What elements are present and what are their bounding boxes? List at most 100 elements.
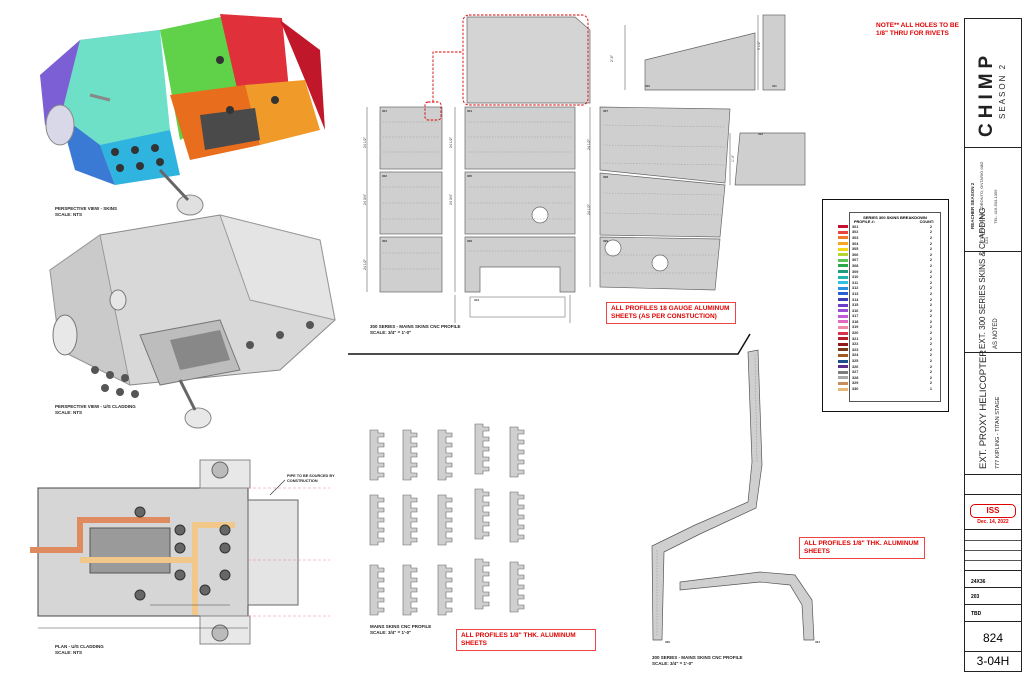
dim-d: 24 1/2" (449, 137, 453, 148)
panel-sheet-300 (366, 14, 806, 323)
legend-header: PROFILE #: COUNT: (850, 220, 940, 224)
legend-count: 2 (929, 241, 932, 246)
title-block: CHIMP SEASON 2 REACHER SEASON 2 777 KIPL… (964, 18, 1022, 672)
legend-count: 2 (929, 319, 932, 324)
legend-row: 330 1 (838, 386, 936, 392)
legend-swatch (838, 275, 848, 279)
legend-swatch (838, 337, 848, 341)
profile-strip (437, 564, 453, 616)
profile-strip (509, 426, 525, 478)
legend-profile: 320 (852, 331, 859, 336)
legend-swatch (838, 376, 848, 380)
tbd-field: TBD (971, 611, 982, 617)
legend-count: 2 (929, 359, 932, 364)
drawing-title: EXT. 300 SERIES SKINS & CLADDING (978, 207, 987, 349)
curved-profiles (651, 349, 815, 641)
legend-swatch (838, 247, 848, 251)
show-name: REACHER SEASON 2 (970, 182, 975, 229)
legend-count: 2 (929, 224, 932, 229)
legend-row: 313 2 (838, 291, 936, 297)
legend-swatch (838, 320, 848, 324)
legend-profile: 301 (852, 224, 859, 229)
legend-swatch (838, 230, 848, 234)
note-gauge: ALL PROFILES 18 GAUGE ALUMINUM SHEETS (A… (606, 302, 736, 324)
brand-season: SEASON 2 (998, 62, 1007, 119)
legend-row: 323 2 (838, 347, 936, 353)
legend-profile: 304 (852, 241, 859, 246)
skins-breakdown-legend: SERIES 300 SKINS BREAKDOWN PROFILE #: CO… (822, 199, 949, 412)
perspective-view-skins (40, 14, 325, 216)
dim-e: 24 3/4" (449, 194, 453, 205)
perspective-view-cladding (49, 214, 336, 429)
legend-profile: 328 (852, 375, 859, 380)
legend-profile: 308 (852, 263, 859, 268)
label-305: 305 (467, 174, 473, 178)
legend-swatch (838, 348, 848, 352)
profile-strip (474, 423, 490, 475)
iss-stamp: ISS (970, 504, 1016, 518)
dim-i: 9 1/2" (757, 40, 761, 50)
legend-swatch (838, 381, 848, 385)
legend-swatch (838, 365, 848, 369)
legend-row: 318 2 (838, 319, 936, 325)
profile-strip (509, 561, 525, 613)
label-308: 308 (603, 175, 609, 179)
dim-g: 24 1/2" (587, 204, 591, 215)
legend-count: 1 (929, 387, 932, 392)
legend-profile: 322 (852, 342, 859, 347)
plan-view (30, 459, 330, 645)
legend-count: 2 (929, 291, 932, 296)
legend-swatch (838, 370, 848, 374)
label-330: 330 (665, 640, 671, 644)
legend-profile: 305 (852, 247, 859, 252)
legend-profile: 327 (852, 370, 859, 375)
section-divider (348, 333, 751, 355)
legend-profile: 313 (852, 291, 859, 296)
legend-count: 2 (929, 331, 932, 336)
label-331: 331 (815, 640, 821, 644)
strip-sheet (369, 423, 525, 616)
legend-col-profile: PROFILE #: (854, 220, 875, 224)
legend-swatch (838, 236, 848, 240)
label-310: 310 (645, 84, 651, 88)
legend-row: 301 2 (838, 224, 936, 230)
iss-date: Dec. 14, 2022 (977, 519, 1009, 525)
legend-profile: 315 (852, 303, 859, 308)
legend-count: 2 (929, 353, 932, 358)
drawing-scale: AS NOTED (993, 318, 999, 349)
note-holes: NOTE** ALL HOLES TO BE 1/8" THRU FOR RIV… (876, 22, 959, 37)
legend-count: 2 (929, 347, 932, 352)
legend-swatch (838, 309, 848, 313)
legend-swatch (838, 225, 848, 229)
legend-profile: 303 (852, 235, 859, 240)
legend-profile: 309 (852, 269, 859, 274)
note-thk-left: ALL PROFILES 1/8" THK. ALUMINUM SHEETS (456, 629, 596, 651)
profile-strip (402, 564, 418, 616)
legend-profile: 318 (852, 319, 859, 324)
note-thk-right: ALL PROFILES 1/8" THK. ALUMINUM SHEETS (799, 537, 925, 559)
legend-profile: 323 (852, 347, 859, 352)
legend-count: 2 (929, 375, 932, 380)
legend-profile: 330 (852, 387, 859, 392)
legend-profile: 329 (852, 381, 859, 386)
label-302: 302 (382, 174, 388, 178)
label-301: 301 (382, 109, 388, 113)
pipe-note: PIPE TO BE SOURCED BY CONSTRUCTION (287, 474, 335, 483)
legend-swatch (838, 359, 848, 363)
drawing-number: 3-04H (976, 654, 1010, 668)
legend-profile: 317 (852, 314, 859, 319)
legend-row: 328 2 (838, 375, 936, 381)
legend-swatch (838, 253, 848, 257)
legend-swatch (838, 286, 848, 290)
